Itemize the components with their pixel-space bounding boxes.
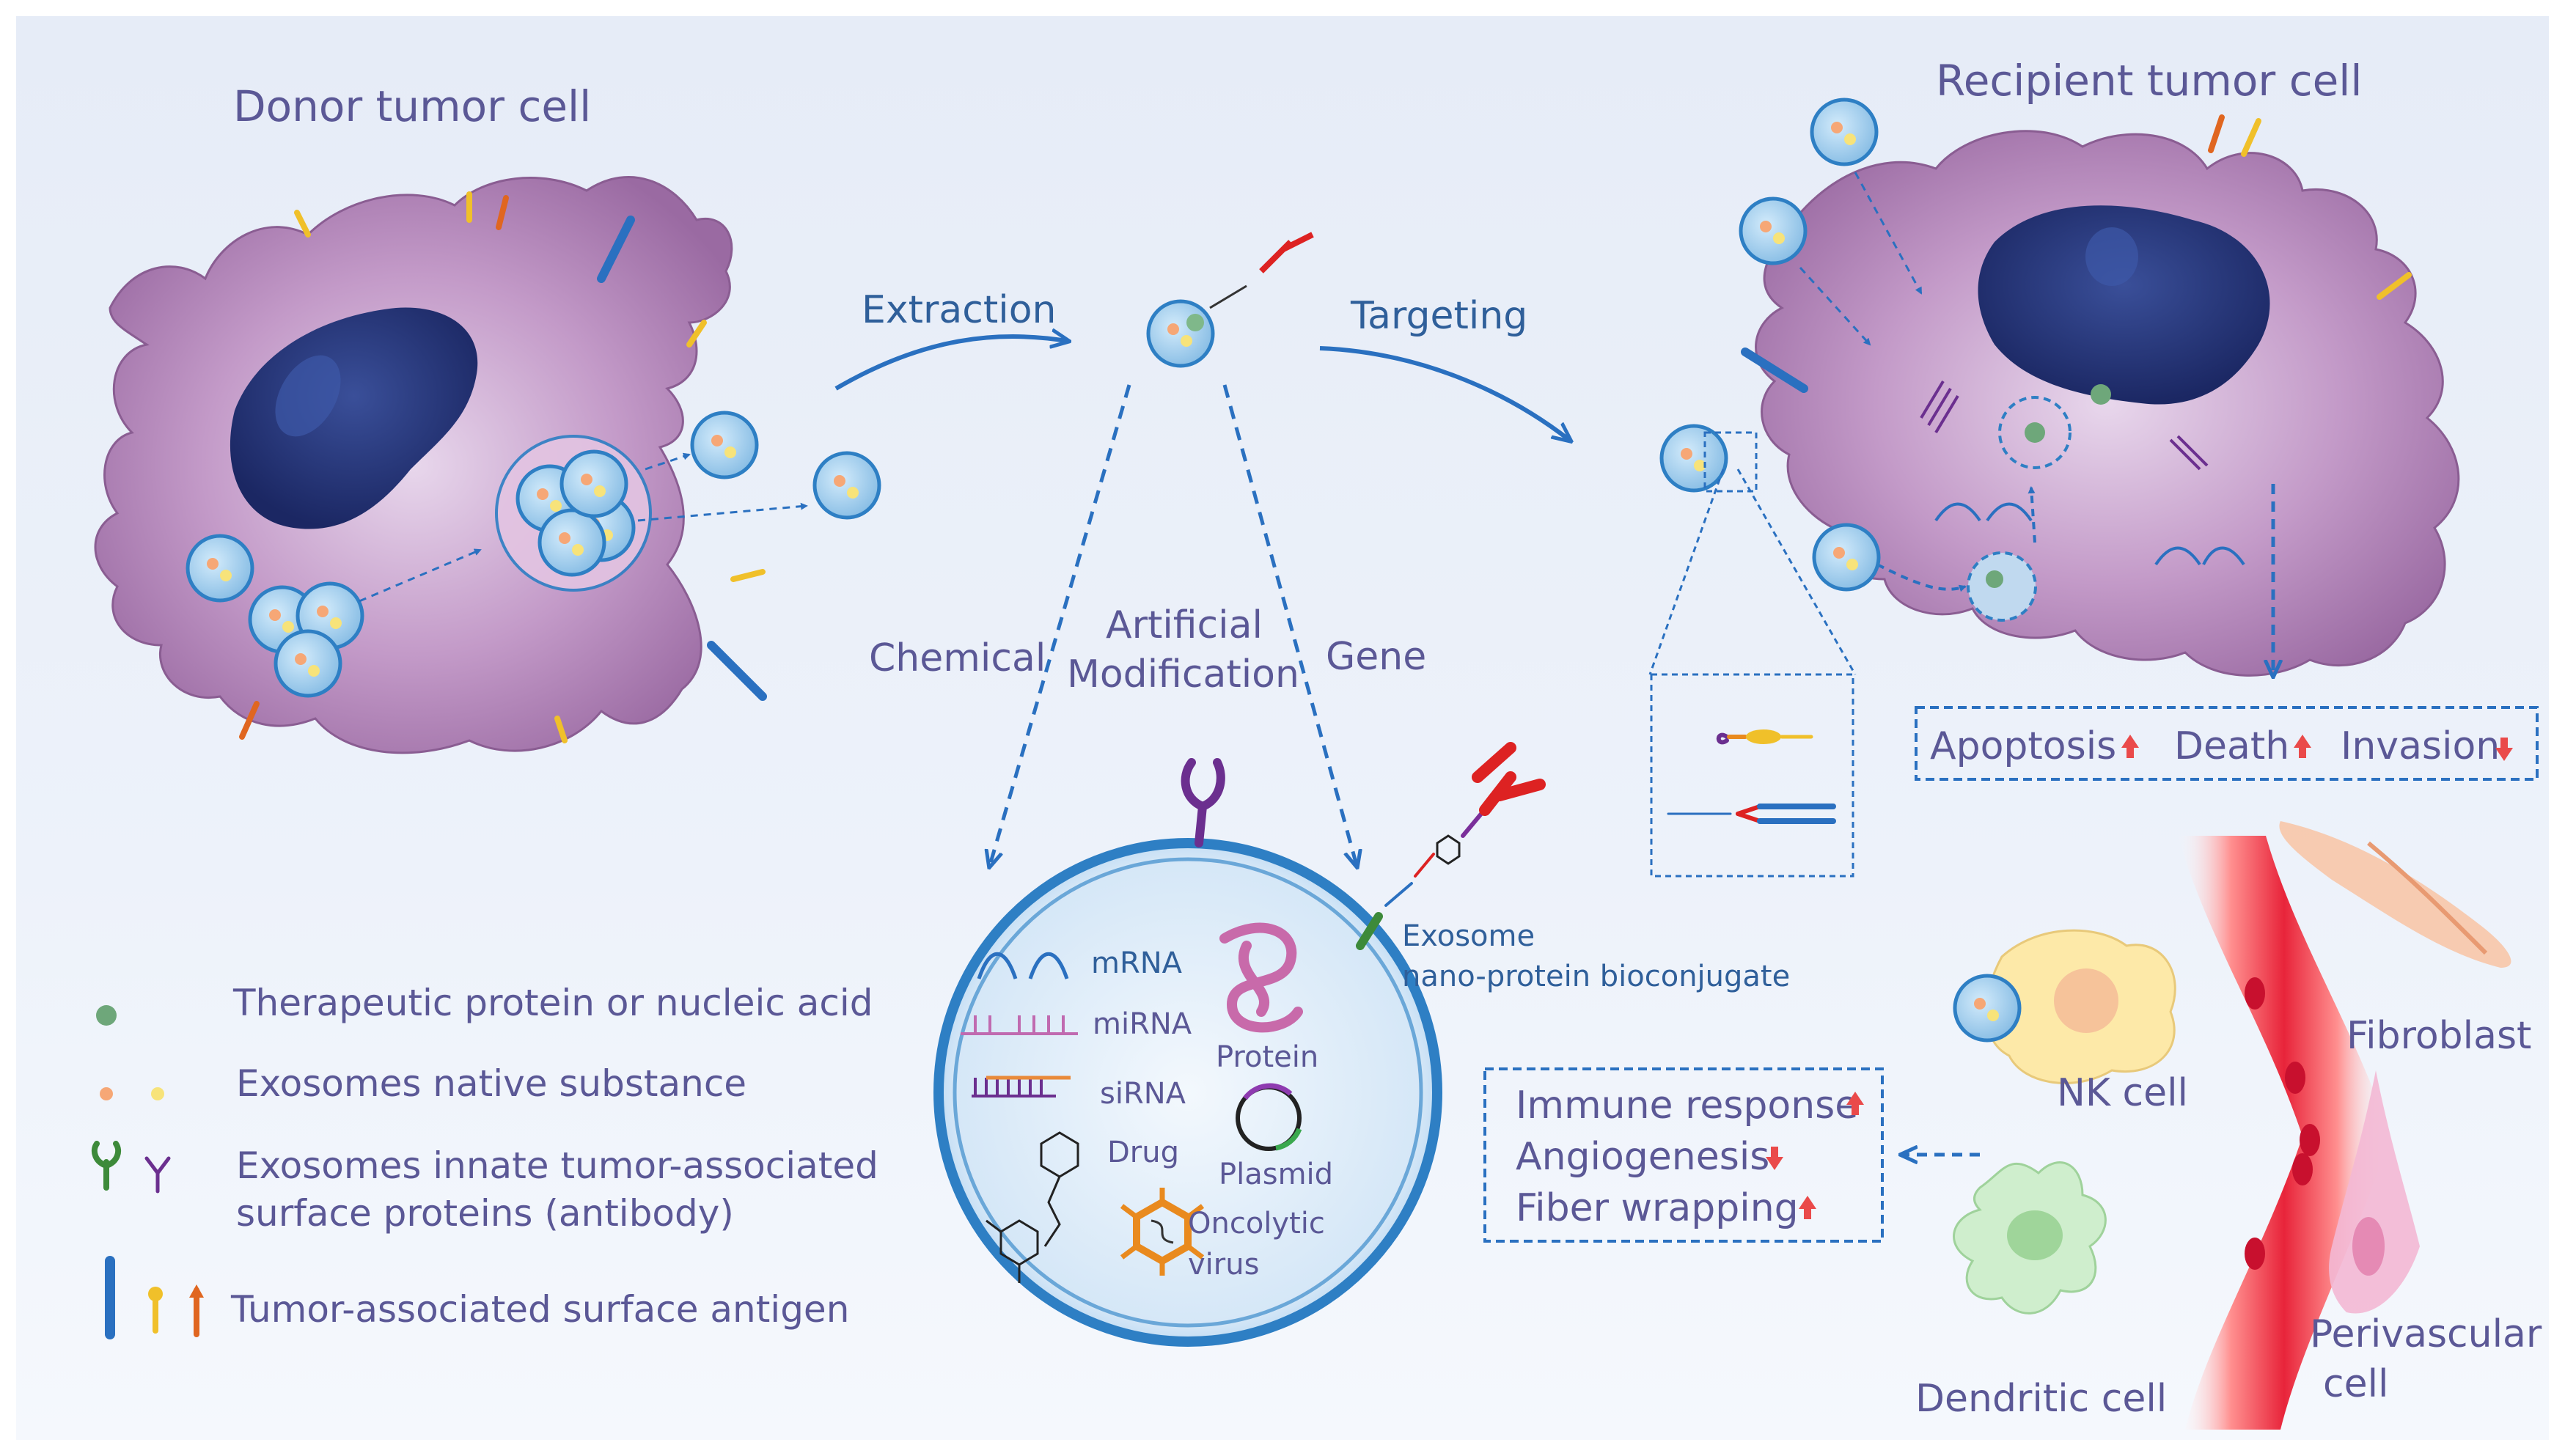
surface-antigen-icon [105, 1256, 204, 1339]
outcome-apoptosis: Apoptosis [1930, 724, 2116, 768]
legend-therapeutic: Therapeutic protein or nucleic acid [232, 982, 873, 1024]
gene-arrow [1222, 384, 1357, 865]
cargo-mirna: miRNA [1093, 1007, 1192, 1041]
perivascular-label-2: cell [2323, 1362, 2388, 1406]
cargo-mrna: mRNA [1091, 946, 1183, 980]
outcome-immune-response: Immune response [1516, 1084, 1858, 1128]
targeting-arrow [1319, 346, 1569, 440]
cargo-drug: Drug [1107, 1136, 1179, 1169]
cargo-oncolytic-2: virus [1188, 1248, 1259, 1282]
nk-cell-label: NK cell [2057, 1071, 2188, 1115]
microenvironment: Fibroblast NK cell Dendritic cell Periva… [1915, 821, 2542, 1430]
outcome-angiogenesis: Angiogenesis [1516, 1135, 1769, 1179]
perivascular-label-1: Perivascular [2310, 1312, 2542, 1356]
surface-protein-icon [91, 1141, 171, 1194]
legend-antigen: Tumor-associated surface antigen [230, 1288, 849, 1331]
outcomes-box-top [1915, 706, 2539, 781]
exosome-label: Exosome [1402, 919, 1535, 953]
outcomes-box-bottom [1483, 1067, 1884, 1243]
recipient-cell-label: Recipient tumor cell [1936, 56, 2363, 106]
donor-tumor-cell: Donor tumor cell [94, 81, 879, 754]
cargo-oncolytic-1: Oncolytic [1188, 1207, 1325, 1240]
cargo-plasmid: Plasmid [1219, 1158, 1333, 1191]
modified-exosome [1148, 232, 1314, 366]
outcome-fiber-wrapping: Fiber wrapping [1516, 1186, 1799, 1230]
zoom-box [1650, 673, 1854, 878]
fibroblast-label: Fibroblast [2346, 1014, 2531, 1058]
extraction-arrow [834, 337, 1067, 391]
legend: Therapeutic protein or nucleic acid Exos… [91, 982, 878, 1339]
legend-native: Exosomes native substance [236, 1062, 746, 1105]
targeting-label: Targeting [1350, 294, 1527, 338]
donor-cell-label: Donor tumor cell [233, 81, 591, 131]
chemical-label: Chemical [869, 636, 1046, 680]
therapeutic-icon [96, 1005, 117, 1026]
chemical-arrow [990, 384, 1131, 865]
bioconjugate-label: nano-protein bioconjugate [1402, 960, 1790, 993]
outcome-invasion: Invasion [2341, 724, 2500, 768]
recipient-tumor-cell: Recipient tumor cell [1648, 56, 2460, 878]
legend-innate-2: surface proteins (antibody) [236, 1192, 734, 1235]
artificial-label: Artificial [1106, 603, 1263, 647]
dendritic-cell-label: Dendritic cell [1915, 1377, 2167, 1421]
outcome-death: Death [2174, 724, 2289, 768]
extraction-label: Extraction [862, 288, 1056, 332]
cargo-protein: Protein [1216, 1040, 1318, 1074]
cargo-sirna: siRNA [1100, 1077, 1186, 1111]
modification-label: Modification [1067, 652, 1299, 696]
big-exosome: mRNA miRNA siRNA Drug Protein Plasmid [933, 742, 1546, 1347]
gene-label: Gene [1326, 635, 1426, 679]
native-substance-icon [100, 1087, 113, 1100]
legend-innate-1: Exosomes innate tumor-associated [236, 1144, 878, 1187]
